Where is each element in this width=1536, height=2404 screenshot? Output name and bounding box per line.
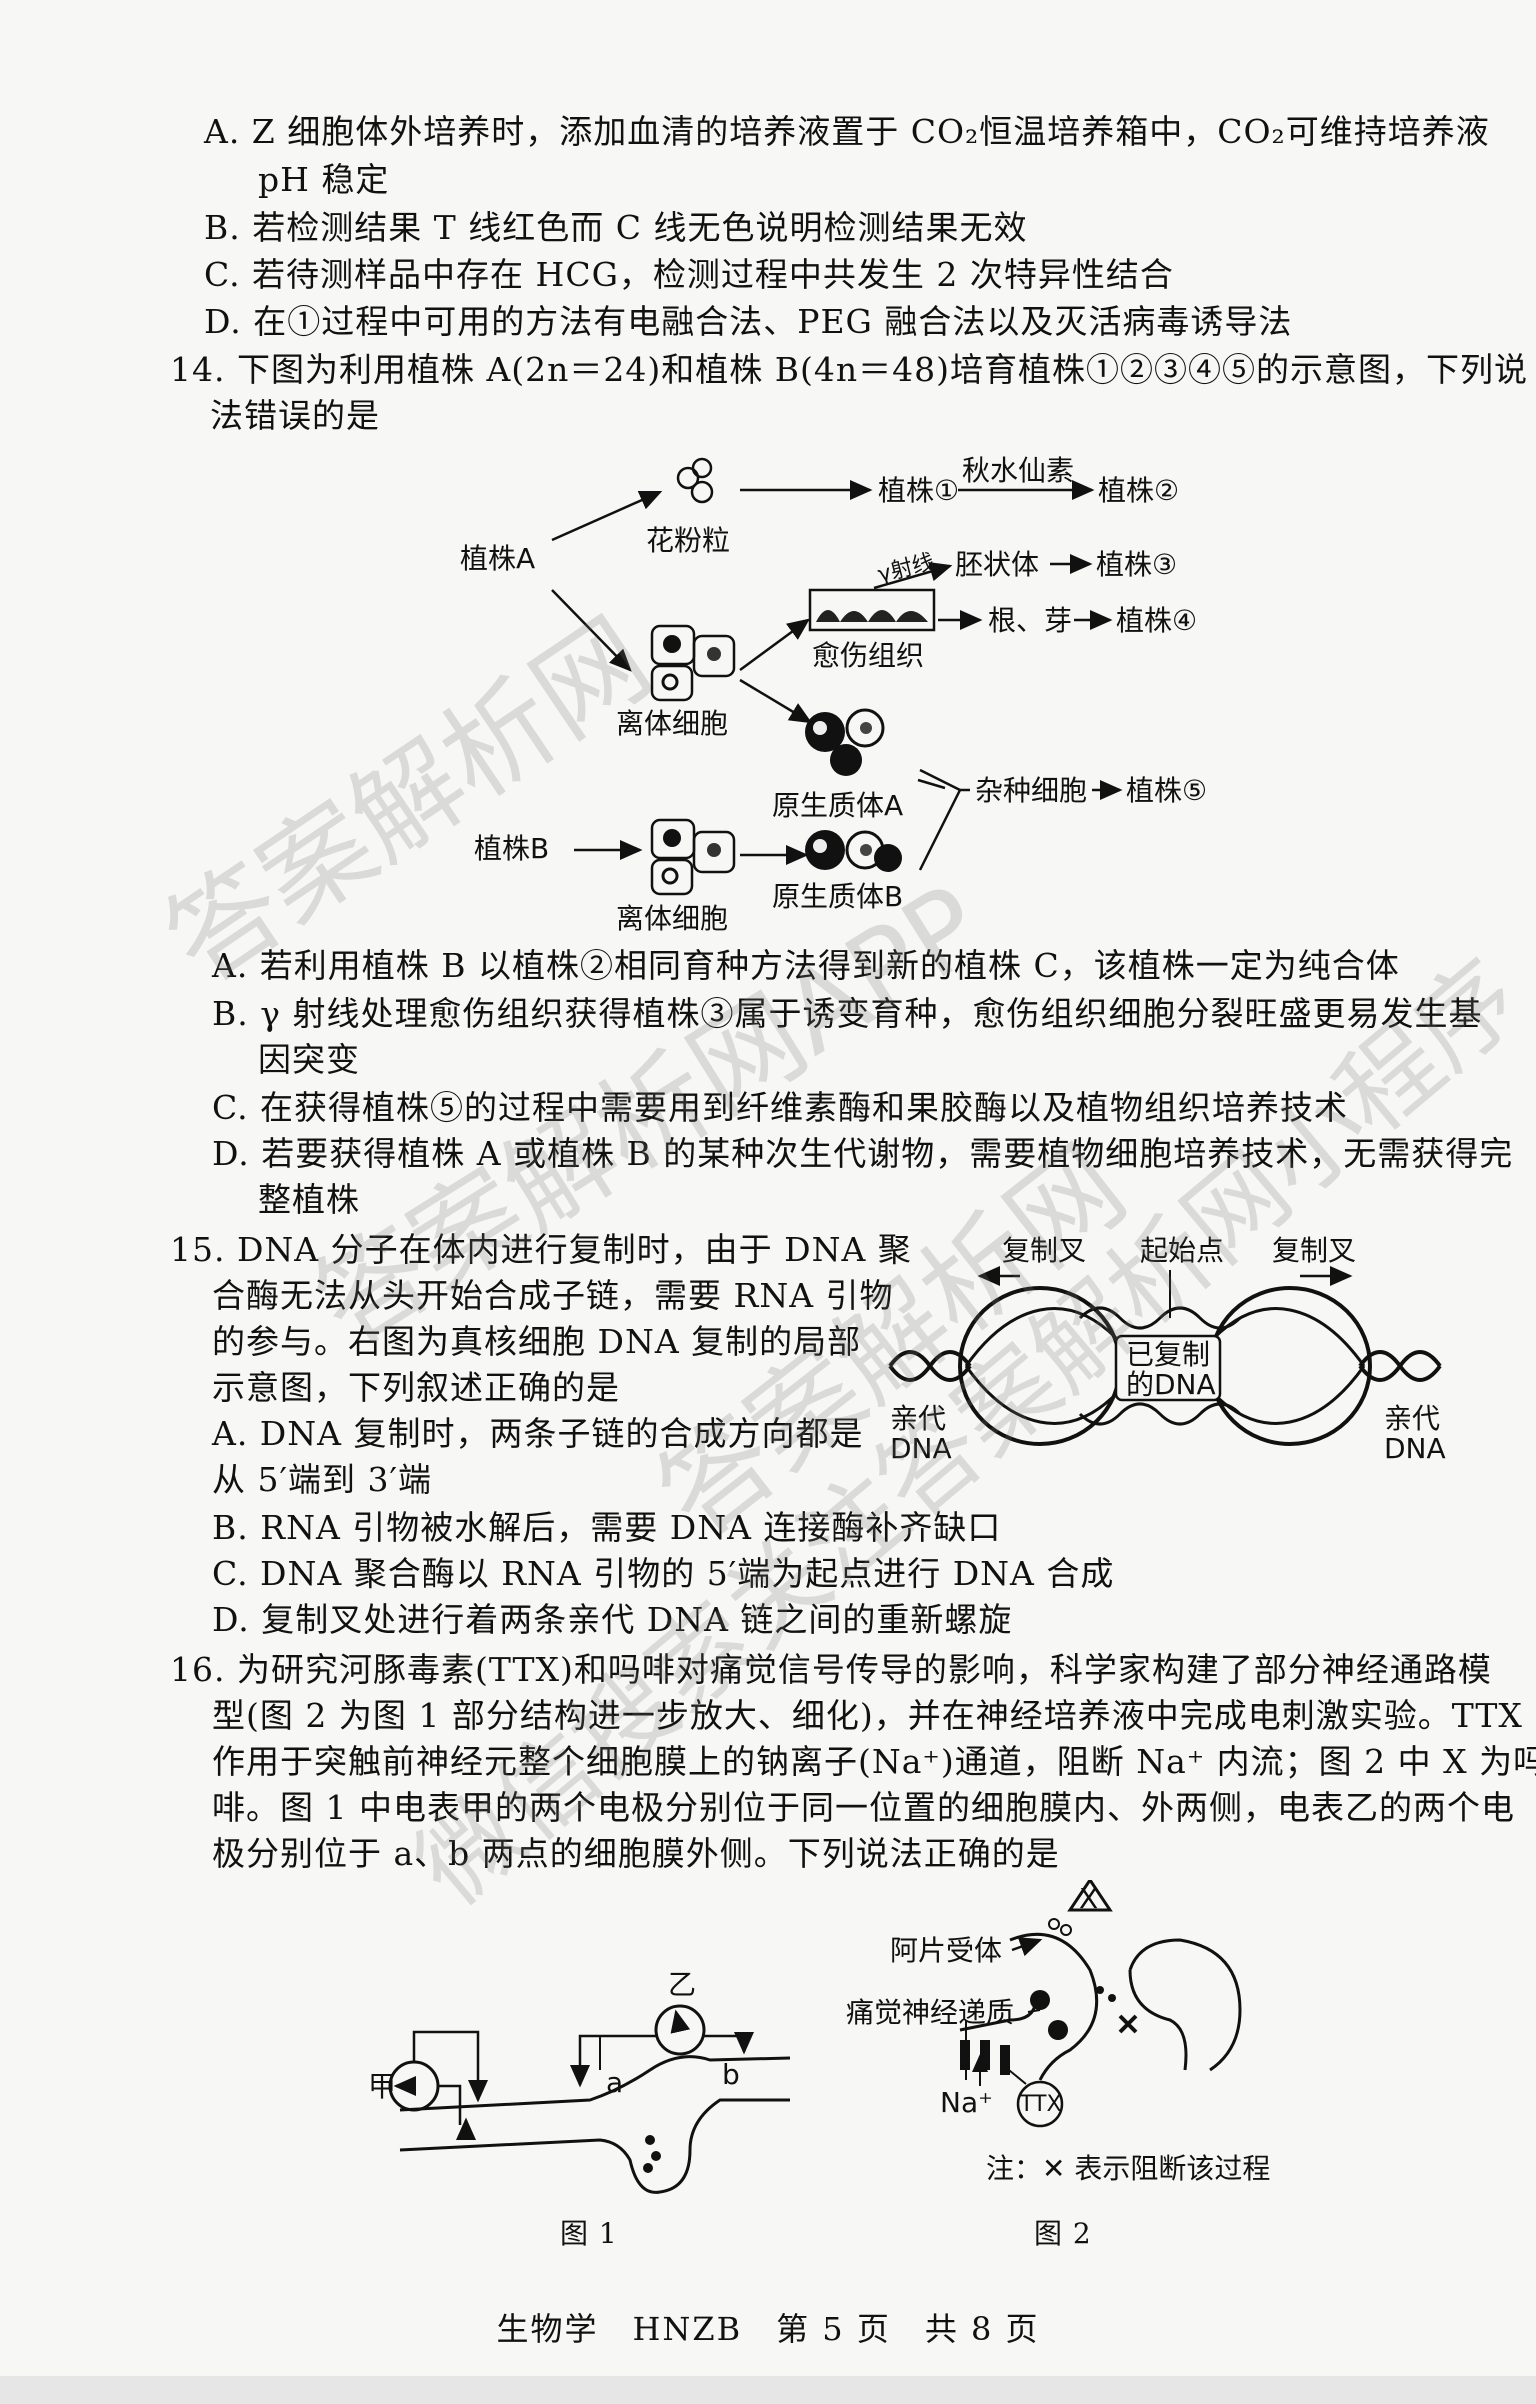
q16-stem-line2: 型(图 2 为图 1 部分结构进一步放大、细化)，并在神经培养液中完成电刺激实验… bbox=[212, 1696, 1523, 1735]
q15-stem-line2: 合酶无法从头开始合成子链，需要 RNA 引物 bbox=[212, 1276, 894, 1315]
callus-label: 愈伤组织 bbox=[812, 639, 924, 672]
meter-jia-label: 甲 bbox=[368, 2070, 396, 2103]
opioid-receptor-label: 阿片受体 bbox=[890, 1934, 1002, 1967]
q15-option-a-line1: A. DNA 复制时，两条子链的合成方向都是 bbox=[212, 1414, 864, 1453]
plant-2-label: 植株② bbox=[1098, 474, 1179, 507]
q16-figure-2: X 阿片受体 痛觉神经递质 Na⁺ TTX 注：✕ 表示阻断该过程 bbox=[846, 1880, 1270, 2185]
protoplast-a-label: 原生质体A bbox=[772, 789, 903, 822]
q14-option-a: A. 若利用植株 B 以植株②相同育种方法得到新的植株 C，该植株一定为纯合体 bbox=[212, 946, 1400, 985]
bottom-bar bbox=[0, 2376, 1536, 2404]
parent-dna-right-2: DNA bbox=[1384, 1432, 1446, 1465]
q16-stem-line3: 作用于突触前神经元整个细胞膜上的钠离子(Na⁺)通道，阻断 Na⁺ 内流；图 2… bbox=[212, 1742, 1536, 1781]
q15-option-d: D. 复制叉处进行着两条亲代 DNA 链之间的重新螺旋 bbox=[212, 1600, 1013, 1639]
q14-option-d-line2: 整植株 bbox=[258, 1180, 360, 1219]
na-ion-label: Na⁺ bbox=[940, 2086, 993, 2119]
plant-a-label: 植株A bbox=[460, 542, 535, 575]
q15-stem-line3: 的参与。右图为真核细胞 DNA 复制的局部 bbox=[212, 1322, 862, 1361]
fork-left-label: 复制叉 bbox=[1002, 1234, 1086, 1267]
q14-option-b-line1: B. γ 射线处理愈伤组织获得植株③属于诱变育种，愈伤组织细胞分裂旺盛更易发生基 bbox=[212, 994, 1483, 1033]
q16-stem-line1: 16. 为研究河豚毒素(TTX)和吗啡对痛觉信号传导的影响，科学家构建了部分神经… bbox=[170, 1650, 1492, 1689]
q13-option-a-line1: A. Z 细胞体外培养时，添加血清的培养液置于 CO₂恒温培养箱中，CO₂可维持… bbox=[204, 112, 1490, 151]
q13-option-c: C. 若待测样品中存在 HCG，检测过程中共发生 2 次特异性结合 bbox=[204, 255, 1174, 294]
root-bud-label: 根、芽 bbox=[988, 604, 1072, 637]
isolated-cells-a-icon bbox=[650, 624, 736, 702]
q15-option-a-line2: 从 5′端到 3′端 bbox=[212, 1460, 432, 1499]
origin-label: 起始点 bbox=[1140, 1234, 1224, 1267]
q14-option-b-line2: 因突变 bbox=[258, 1040, 360, 1079]
q14-option-c: C. 在获得植株⑤的过程中需要用到纤维素酶和果胶酶以及植物组织培养技术 bbox=[212, 1088, 1349, 1127]
embryoid-label: 胚状体 bbox=[955, 548, 1039, 581]
q13-option-a-line2: pH 稳定 bbox=[258, 160, 390, 199]
q15-dna-replication-diagram: 复制叉 起始点 复制叉 已复制 的DNA 亲代 DNA 亲代 DNA bbox=[888, 1234, 1446, 1465]
isolated-cells-b-label: 离体细胞 bbox=[616, 902, 728, 935]
callus-icon bbox=[808, 588, 936, 632]
gamma-label: γ射线 bbox=[875, 550, 936, 588]
q16-figure-1: 甲 乙 a b bbox=[368, 1968, 791, 2194]
protoplast-b-label: 原生质体B bbox=[772, 880, 903, 913]
q13-option-b: B. 若检测结果 T 线红色而 C 线无色说明检测结果无效 bbox=[204, 208, 1028, 247]
meter-yi-label: 乙 bbox=[668, 1968, 696, 2001]
plant-5-label: 植株⑤ bbox=[1126, 774, 1207, 807]
replicated-label-2: 的DNA bbox=[1126, 1368, 1216, 1401]
morphine-x-label: X bbox=[1079, 1882, 1098, 1915]
plant-b-label: 植株B bbox=[474, 832, 549, 865]
parent-dna-right-1: 亲代 bbox=[1384, 1402, 1440, 1435]
page-footer: 生物学 HNZB 第 5 页 共 8 页 bbox=[496, 2310, 1040, 2348]
plant-3-label: 植株③ bbox=[1096, 548, 1177, 581]
protoplast-a-icon bbox=[805, 708, 885, 776]
q15-option-c: C. DNA 聚合酶以 RNA 引物的 5′端为起点进行 DNA 合成 bbox=[212, 1554, 1115, 1593]
fig2-caption: 图 2 bbox=[1034, 2217, 1092, 2250]
q14-stem-line1: 14. 下图为利用植株 A(2n＝24)和植株 B(4n＝48)培育植株①②③④… bbox=[170, 350, 1529, 389]
q15-stem-line4: 示意图，下列叙述正确的是 bbox=[212, 1368, 620, 1407]
q13-option-d: D. 在①过程中可用的方法有电融合法、PEG 融合法以及灭活病毒诱导法 bbox=[204, 302, 1293, 341]
ttx-label: TTX bbox=[1019, 2092, 1062, 2117]
point-b-label: b bbox=[722, 2058, 740, 2091]
q15-option-b: B. RNA 引物被水解后，需要 DNA 连接酶补齐缺口 bbox=[212, 1508, 1002, 1547]
plant-4-label: 植株④ bbox=[1116, 604, 1197, 637]
block-note-label: 注：✕ 表示阻断该过程 bbox=[986, 2152, 1270, 2185]
q14-stem-line2: 法错误的是 bbox=[210, 396, 380, 435]
protoplast-b-icon bbox=[805, 830, 902, 872]
q14-option-d-line1: D. 若要获得植株 A 或植株 B 的某种次生代谢物，需要植物细胞培养技术，无需… bbox=[212, 1134, 1514, 1173]
parent-dna-left-1: 亲代 bbox=[890, 1402, 946, 1435]
colchicine-label: 秋水仙素 bbox=[962, 454, 1074, 487]
point-a-label: a bbox=[606, 2066, 623, 2099]
fig1-caption: 图 1 bbox=[560, 2217, 618, 2250]
pollen-label: 花粉粒 bbox=[646, 524, 730, 557]
isolated-cells-a-label: 离体细胞 bbox=[616, 707, 728, 740]
q15-stem-line1: 15. DNA 分子在体内进行复制时，由于 DNA 聚 bbox=[170, 1230, 912, 1269]
hybrid-cell-label: 杂种细胞 bbox=[975, 774, 1087, 807]
plant-1-label: 植株① bbox=[878, 474, 959, 507]
q16-stem-line5: 极分别位于 a、b 两点的细胞膜外侧。下列说法正确的是 bbox=[212, 1834, 1060, 1873]
isolated-cells-b-icon bbox=[650, 818, 736, 896]
pollen-icon bbox=[676, 457, 714, 504]
replicated-label-1: 已复制 bbox=[1126, 1338, 1210, 1371]
parent-dna-left-2: DNA bbox=[890, 1432, 952, 1465]
fork-right-label: 复制叉 bbox=[1272, 1234, 1356, 1267]
q16-stem-line4: 啡。图 1 中电表甲的两个电极分别位于同一位置的细胞膜内、外两侧，电表乙的两个电 bbox=[212, 1788, 1515, 1827]
pain-transmitter-label: 痛觉神经递质 bbox=[846, 1996, 1014, 2029]
q14-breeding-diagram: 植株A 花粉粒 植株① 秋水仙素 植株② 离体细胞 愈伤组织 γ射线 胚状体 植… bbox=[460, 454, 1207, 935]
